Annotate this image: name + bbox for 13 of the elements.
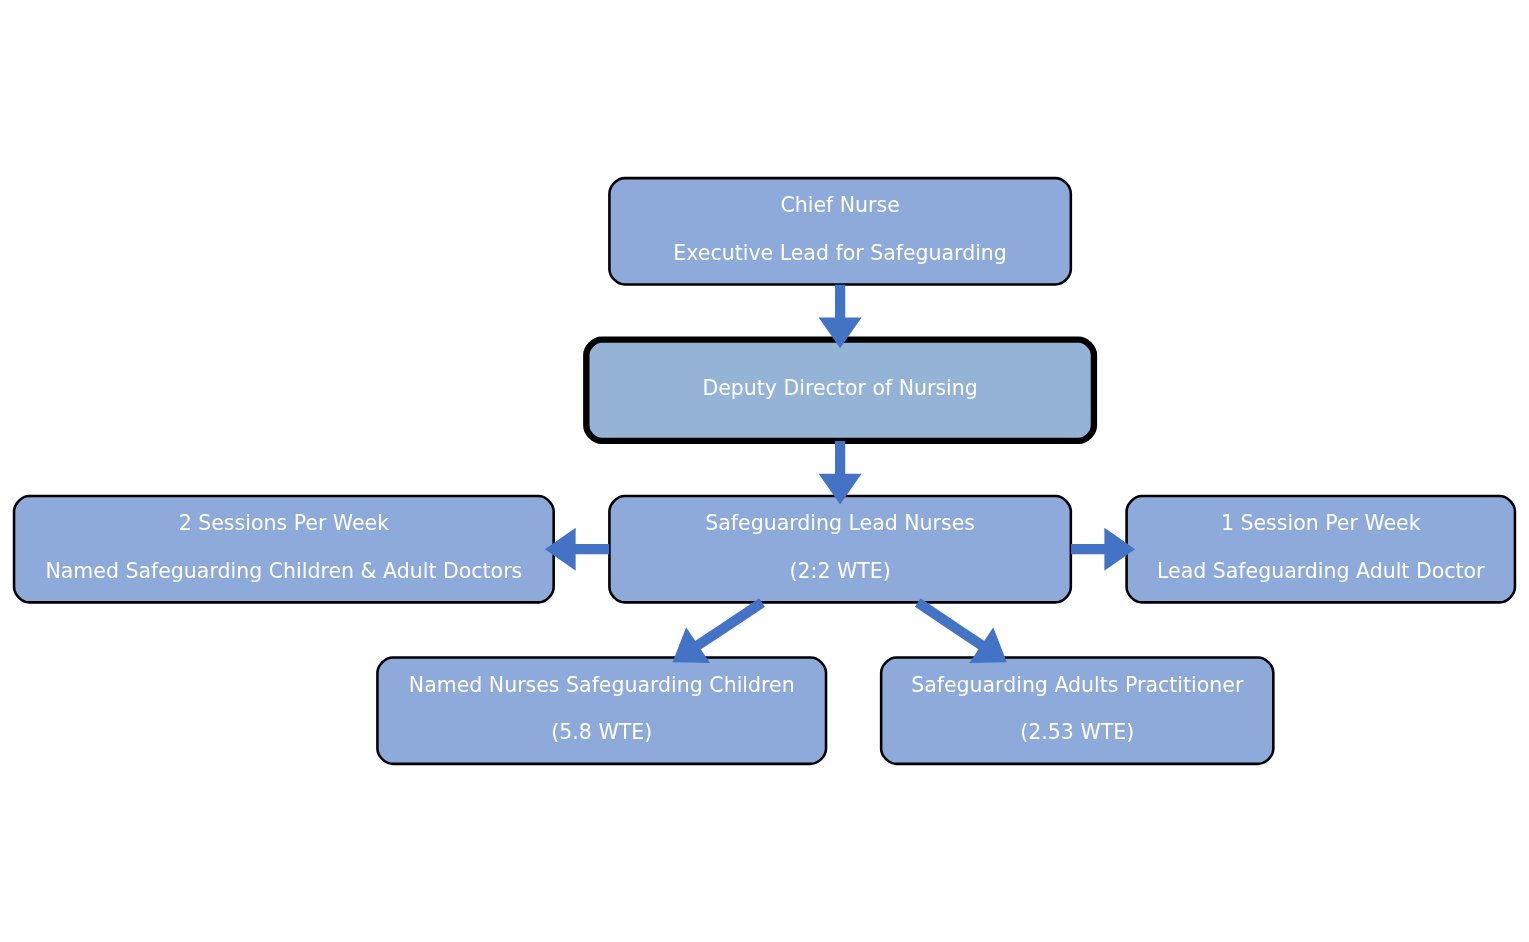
arrow: [544, 527, 610, 571]
node-box: 1 Session Per Week Lead Safeguarding Adult Doctor: [1125, 494, 1517, 604]
node-box: Named Nurses Safeguarding Children (5.8 WTE): [376, 656, 828, 766]
arrow: [672, 598, 765, 664]
arrow: [914, 598, 1007, 663]
node-box: Safeguarding Adults Practitioner (2.53 WTE): [879, 656, 1275, 766]
node-box: Deputy Director of Nursing: [583, 336, 1098, 445]
node-box: 2 Sessions Per Week Named Safeguarding Children & Adult Doctors: [12, 494, 555, 604]
node-box: Chief Nurse Executive Lead for Safeguarding: [608, 176, 1073, 286]
arrow: [818, 441, 862, 505]
arrow: [818, 284, 862, 349]
arrow: [1071, 527, 1136, 571]
node-box: Safeguarding Lead Nurses (2:2 WTE): [608, 494, 1073, 604]
